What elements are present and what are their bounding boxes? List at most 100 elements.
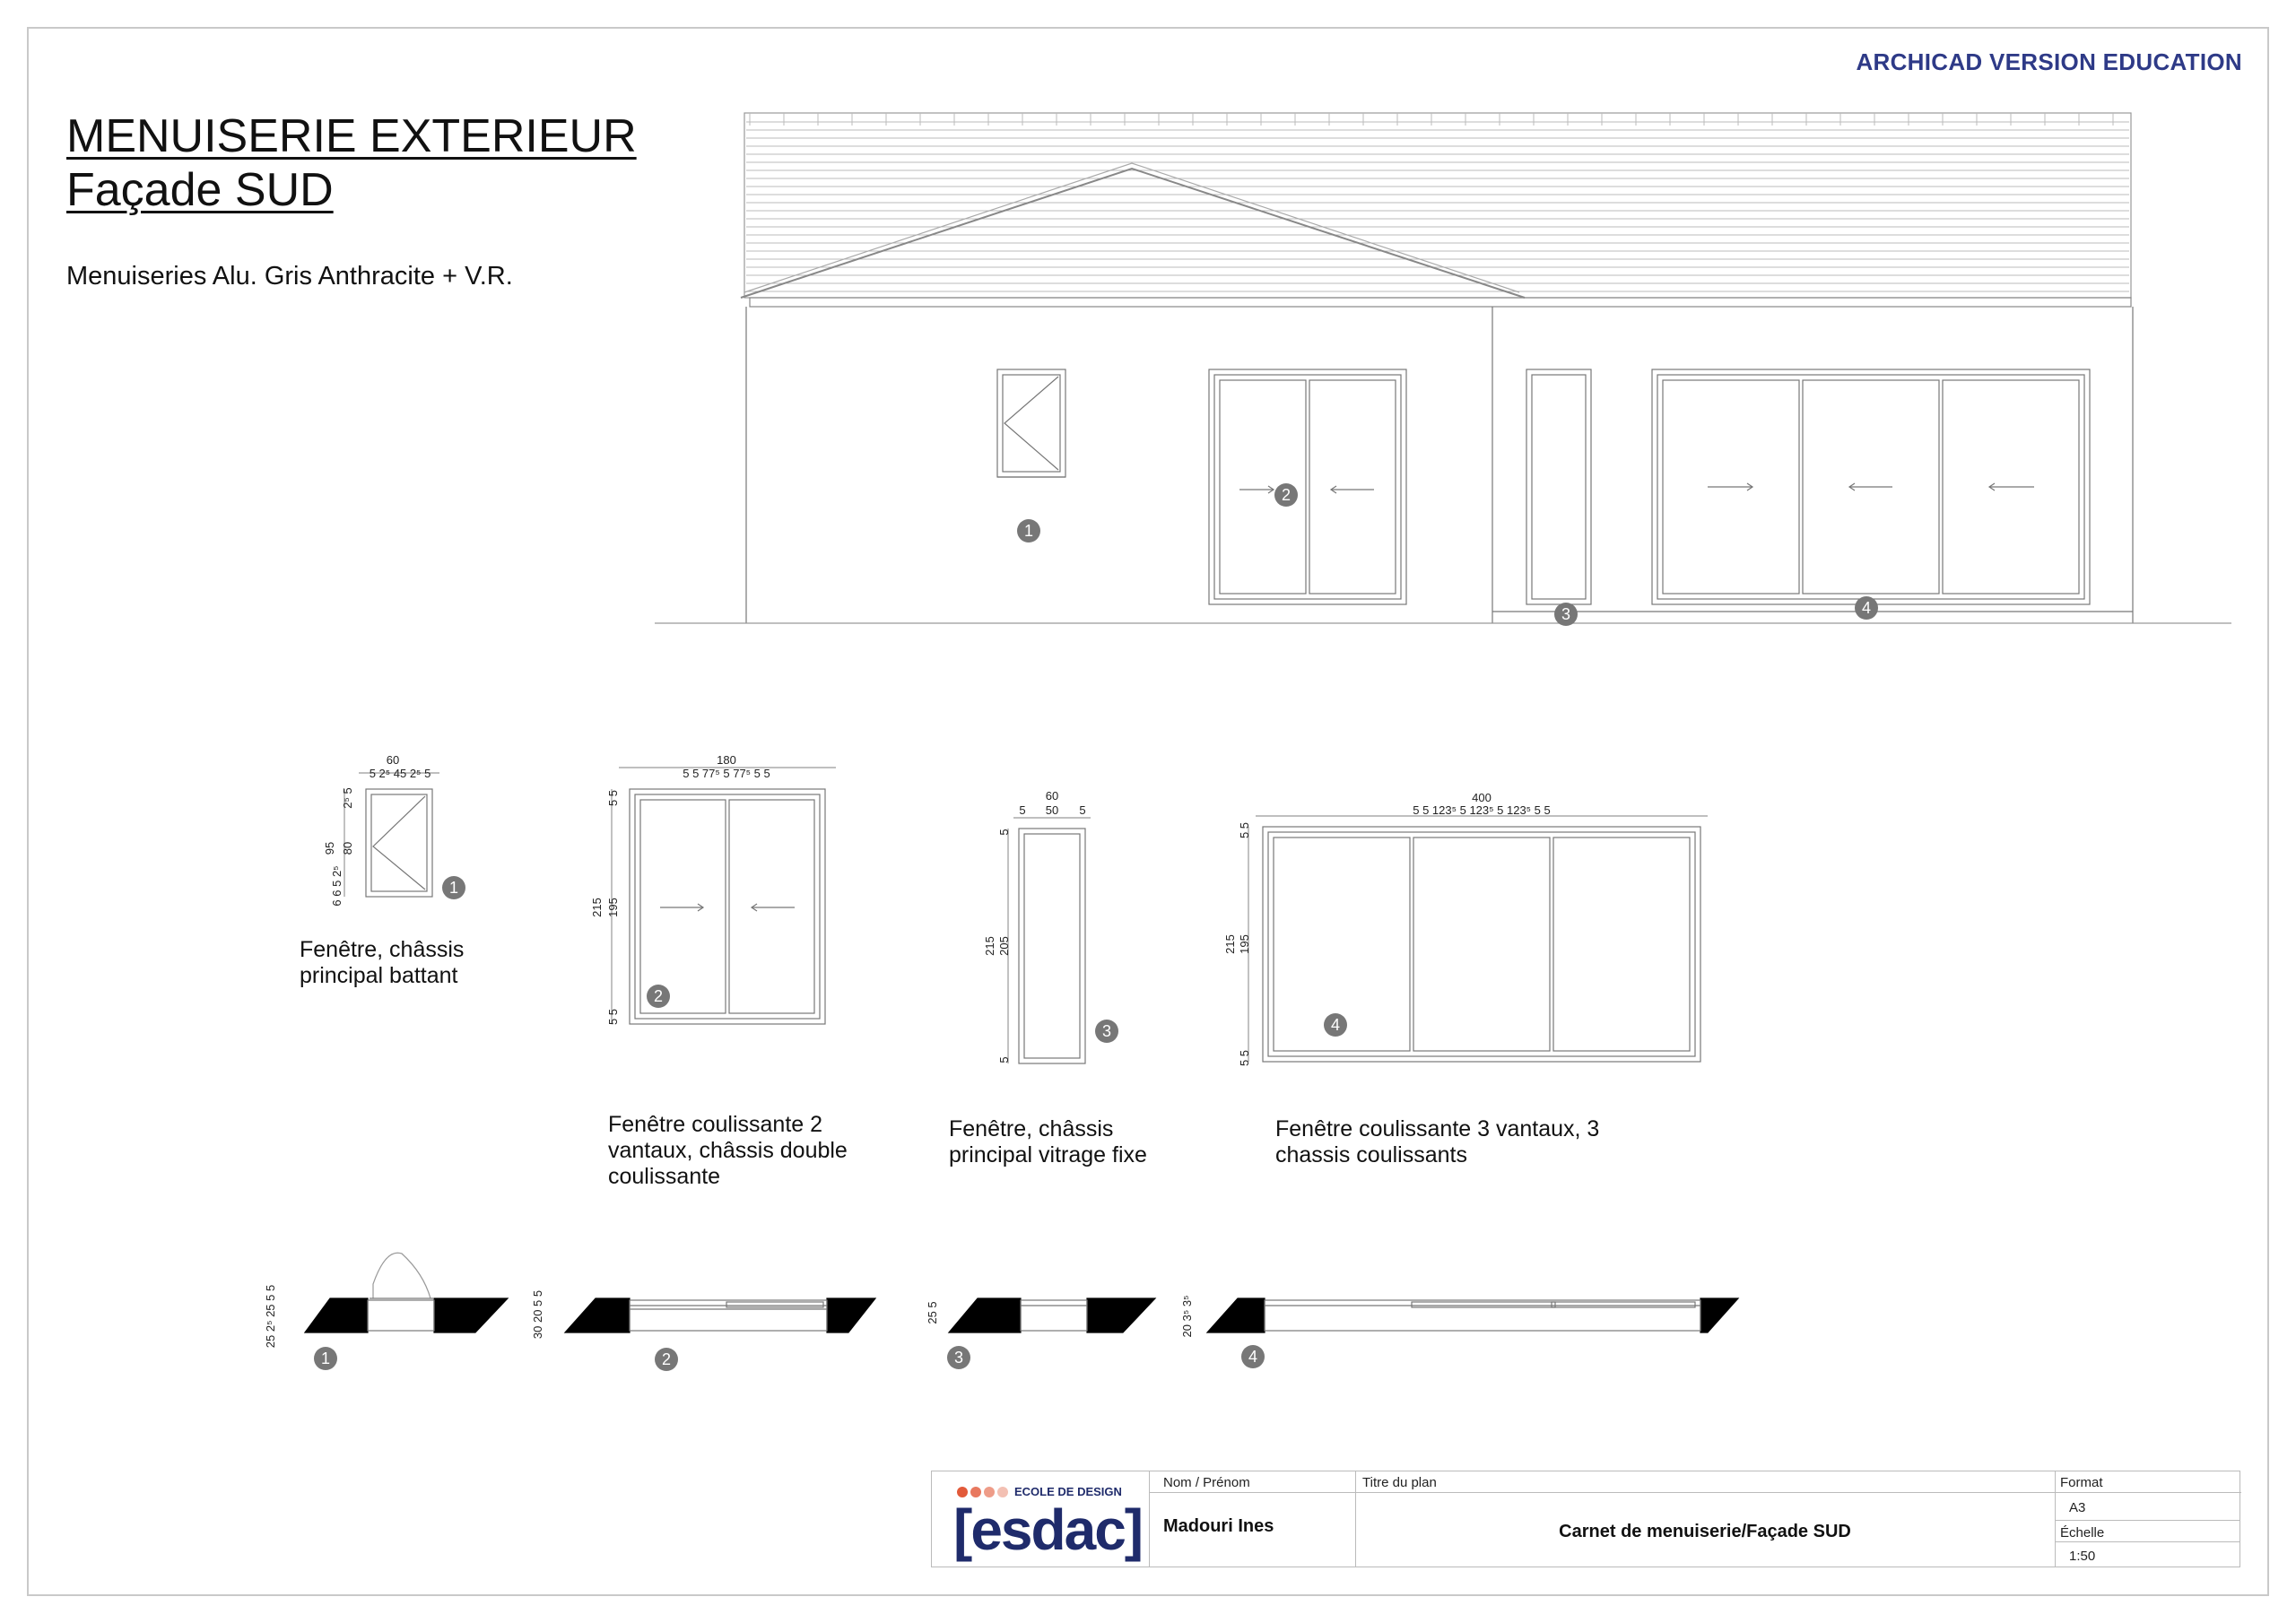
dim-w3-bottom: 5 <box>997 1056 1011 1063</box>
dim-s2: 30 20 5 5 <box>531 1290 544 1339</box>
svg-text:3: 3 <box>954 1349 963 1367</box>
logo-cell: ECOLE DE DESIGN [esdac] <box>932 1471 1150 1567</box>
svg-text:2: 2 <box>662 1350 671 1368</box>
svg-text:3: 3 <box>1561 605 1570 623</box>
caption-window-1: Fenêtre, châssis principal battant <box>300 937 465 988</box>
dim-w1-height-inner: 80 <box>341 842 354 855</box>
svg-text:1: 1 <box>449 879 458 897</box>
dim-w4-height-inner: 195 <box>1238 934 1251 954</box>
name-value: Madouri Ines <box>1163 1516 1274 1536</box>
detail-window-2 <box>611 767 836 1025</box>
elevation-window-3 <box>1526 369 1592 605</box>
dim-w2-top: 5 5 <box>606 790 620 806</box>
marker-1-elevation: 1 <box>1017 519 1040 542</box>
svg-text:3: 3 <box>1102 1022 1111 1040</box>
svg-text:1: 1 <box>1024 522 1033 540</box>
roof-tiles <box>740 112 2132 308</box>
dim-s1: 25 2⁵ 25 5 5 <box>264 1285 277 1348</box>
svg-text:2: 2 <box>654 987 663 1005</box>
plan-title-value: Carnet de menuiserie/Façade SUD <box>1559 1522 1851 1541</box>
dim-w2-width: 180 <box>717 753 736 767</box>
esdac-logo: [esdac] <box>953 1497 1144 1562</box>
caption-window-4: Fenêtre coulissante 3 vantaux, 3 chassis… <box>1275 1116 1600 1167</box>
marker-3-detail: 3 <box>1095 1020 1118 1043</box>
section-4 <box>1205 1298 1740 1333</box>
dimension-labels: 60 5 2⁵ 45 2⁵ 5 95 80 2⁵ 5 6 6 5 2⁵ 180 … <box>264 753 1551 1348</box>
school-name: ECOLE DE DESIGN <box>1014 1485 1122 1498</box>
scale-value: 1:50 <box>2069 1549 2096 1564</box>
detail-window-3 <box>1007 817 1091 1064</box>
logo-dots-icon <box>957 1486 1011 1502</box>
marker-4-elevation: 4 <box>1855 596 1878 620</box>
caption-window-2: Fenêtre coulissante 2 vantaux, châssis d… <box>608 1112 848 1189</box>
svg-text:4: 4 <box>1862 599 1871 617</box>
dim-w3-top: 5 <box>997 829 1011 835</box>
dim-w4-bottom: 5 5 <box>1238 1050 1251 1066</box>
caption-window-3: Fenêtre, châssis principal vitrage fixe <box>949 1116 1147 1167</box>
dim-w2-parts: 5 5 77⁵ 5 77⁵ 5 5 <box>683 767 770 780</box>
name-label: Nom / Prénom <box>1163 1475 1250 1490</box>
marker-3-section: 3 <box>947 1346 970 1369</box>
dim-w4-parts: 5 5 123⁵ 5 123⁵ 5 123⁵ 5 5 <box>1413 803 1551 817</box>
scale-label: Échelle <box>2060 1525 2105 1541</box>
scale-divider <box>2055 1541 2239 1542</box>
dim-w3-width: 60 <box>1046 789 1058 803</box>
marker-1-section: 1 <box>314 1347 337 1370</box>
section-2 <box>563 1298 877 1333</box>
dim-w3-left: 5 <box>1019 803 1025 817</box>
markers: 1 2 3 4 1 2 3 4 1 2 3 4 <box>314 483 1878 1371</box>
svg-text:4: 4 <box>1248 1348 1257 1366</box>
plan-title-cell: Titre du plan Carnet de menuiserie/Façad… <box>1355 1471 2056 1567</box>
sheet-frame <box>27 27 2269 1596</box>
dim-w1-width: 60 <box>387 753 399 767</box>
marker-2-detail: 2 <box>647 985 670 1008</box>
marker-4-section: 4 <box>1241 1345 1265 1368</box>
elevation-window-1 <box>996 369 1066 478</box>
dim-w3-height-inner: 205 <box>997 936 1011 956</box>
dim-w4-height: 215 <box>1223 934 1237 954</box>
format-label: Format <box>2060 1475 2103 1490</box>
dim-s4: 20 3⁵ 3⁵ <box>1180 1296 1194 1338</box>
title-block-divider <box>1149 1492 2241 1493</box>
marker-2-elevation: 2 <box>1274 483 1298 507</box>
dim-w1-bottom: 6 6 5 2⁵ <box>330 865 344 906</box>
dim-w1-top: 2⁵ 5 <box>341 787 354 808</box>
dim-s3: 25 5 <box>926 1301 939 1324</box>
dim-w4-top: 5 5 <box>1238 822 1251 838</box>
marker-1-detail: 1 <box>442 876 465 899</box>
elevation-window-2 <box>1208 369 1407 605</box>
svg-text:2: 2 <box>1282 486 1291 504</box>
detail-window-4 <box>1248 815 1708 1063</box>
dim-w3-height: 215 <box>983 936 996 956</box>
dim-w1-parts: 5 2⁵ 45 2⁵ 5 <box>370 767 431 780</box>
format-cell: Format A3 Échelle 1:50 <box>2055 1471 2239 1567</box>
svg-text:1: 1 <box>321 1350 330 1367</box>
format-divider <box>2055 1520 2239 1521</box>
marker-3-elevation: 3 <box>1554 603 1578 626</box>
svg-text:4: 4 <box>1331 1016 1340 1034</box>
dim-w4-width: 400 <box>1472 791 1492 804</box>
dim-w3-inner: 50 <box>1046 803 1058 817</box>
plan-title-label: Titre du plan <box>1362 1475 1437 1490</box>
logo-dot <box>997 1487 1008 1497</box>
detail-window-1 <box>344 772 439 898</box>
sheet-title: MENUISERIE EXTERIEUR Façade SUD <box>66 109 637 217</box>
logo-dot <box>984 1487 995 1497</box>
section-3 <box>947 1298 1157 1333</box>
format-value: A3 <box>2069 1500 2086 1515</box>
facade-walls <box>655 307 2231 624</box>
title-block: ECOLE DE DESIGN [esdac] Nom / Prénom Mad… <box>931 1471 2241 1567</box>
section-1 <box>303 1252 509 1333</box>
name-cell: Nom / Prénom Madouri Ines <box>1149 1471 1356 1567</box>
dim-w3-right: 5 <box>1079 803 1085 817</box>
title-line-1: MENUISERIE EXTERIEUR <box>66 110 637 162</box>
dim-w2-height-inner: 195 <box>606 898 620 917</box>
logo-dot <box>957 1487 968 1497</box>
elevation-window-4 <box>1651 369 2091 605</box>
material-note: Menuiseries Alu. Gris Anthracite + V.R. <box>66 262 513 291</box>
title-line-2: Façade SUD <box>66 164 334 216</box>
marker-4-detail: 4 <box>1324 1013 1347 1037</box>
logo-dot <box>970 1487 981 1497</box>
dim-w1-height: 95 <box>323 842 336 855</box>
